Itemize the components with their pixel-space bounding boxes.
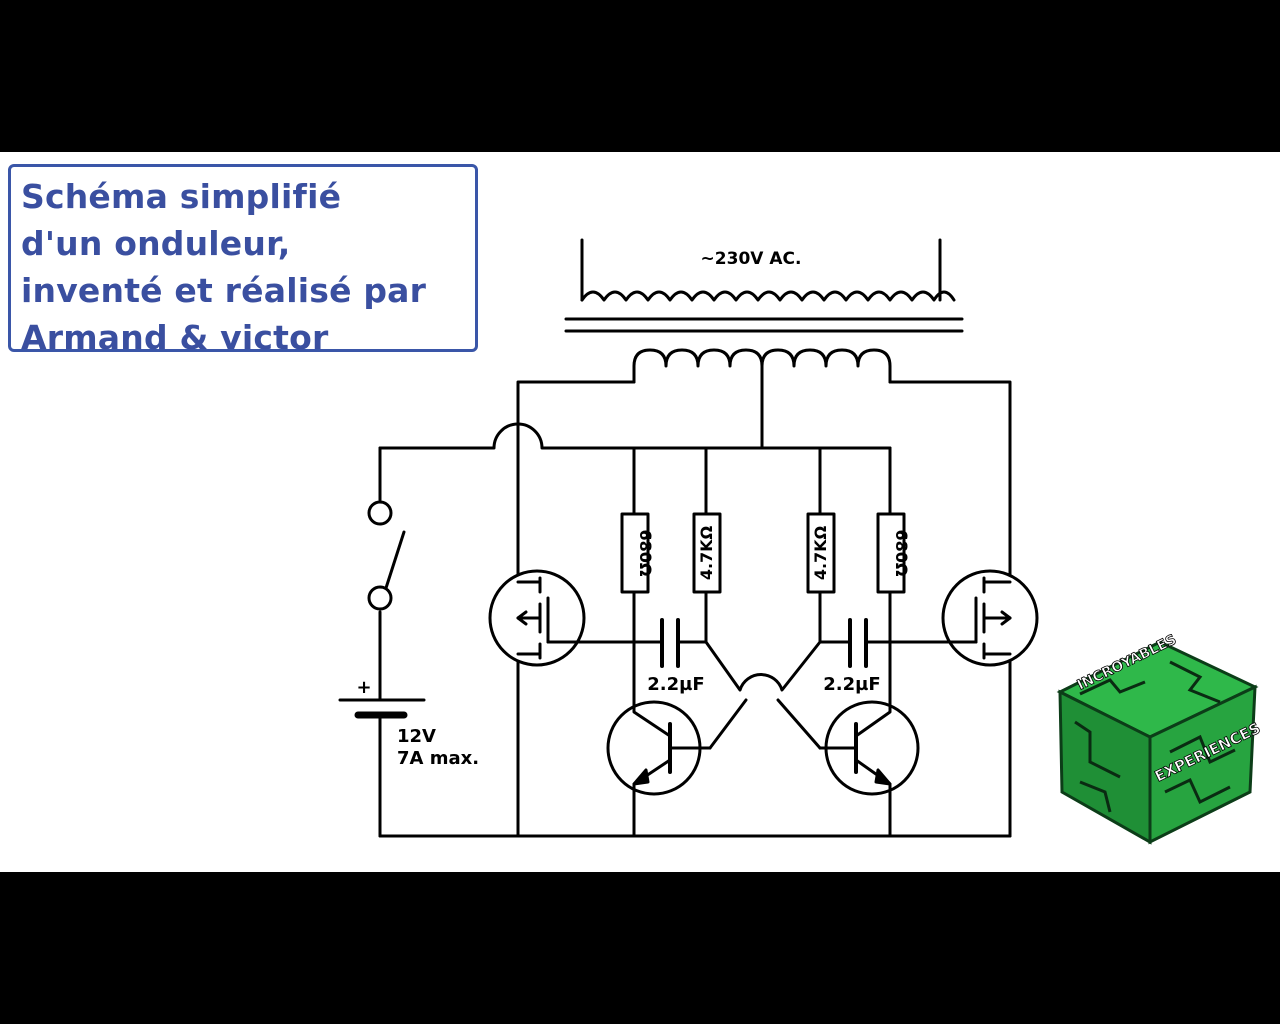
incroyables-experiences-logo: INCROYABLES EXPERIENCES [1056, 632, 1264, 845]
resistor-r2-label: 4.7KΩ [697, 525, 716, 580]
capacitor-c2-label: 2.2µF [823, 674, 880, 695]
power-switch[interactable] [367, 500, 406, 611]
transistor-right [818, 698, 920, 802]
resistors [620, 512, 906, 594]
resistor-r4-label: 680Ω [892, 530, 911, 577]
mosfet-left [488, 569, 586, 667]
capacitor-c1-label: 2.2µF [647, 674, 704, 695]
mosfet-right [941, 569, 1039, 667]
letterbox-bottom [0, 872, 1280, 1024]
ac-output-label: ~230V AC. [701, 249, 802, 269]
title-line-3: inventé et réalisé par [21, 271, 427, 310]
title-box: Schéma simplifié d'un onduleur, inventé … [8, 164, 478, 357]
resistor-r3-label: 4.7KΩ [811, 525, 830, 580]
capacitors [660, 618, 868, 668]
battery [338, 698, 426, 719]
transformer-secondary [580, 238, 956, 302]
title-line-4: Armand & victor [21, 318, 329, 357]
transistor-left [606, 698, 712, 802]
inverter-schematic: ~230V AC. [338, 238, 1039, 838]
title-line-2: d'un onduleur, [21, 224, 291, 263]
battery-plus-label: + [356, 677, 371, 698]
battery-voltage-label: 12V [397, 726, 436, 747]
letterbox-top [0, 0, 1280, 152]
resistor-r1-label: 680Ω [636, 530, 655, 577]
schematic-frame: Schéma simplifié d'un onduleur, inventé … [0, 152, 1280, 872]
title-line-1: Schéma simplifié [21, 177, 342, 216]
battery-current-label: 7A max. [397, 748, 479, 769]
transformer-core [564, 317, 964, 333]
